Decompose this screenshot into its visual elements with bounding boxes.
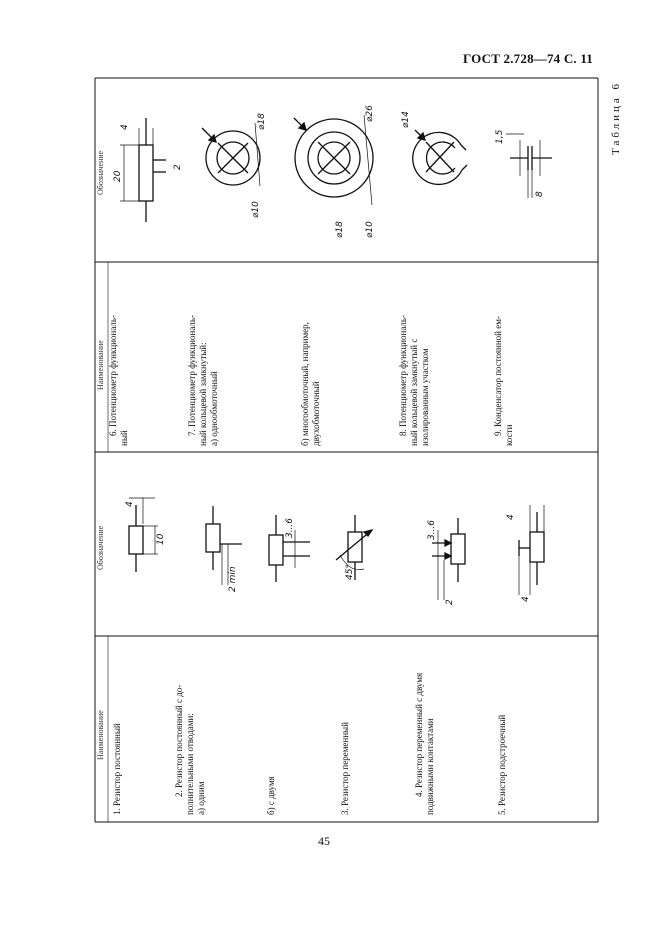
resistor-tap-one-symbol bbox=[205, 506, 242, 585]
dim-label: 2 min bbox=[228, 566, 238, 592]
dim-label: 3...6 bbox=[285, 518, 295, 538]
dim-label: 8 bbox=[535, 191, 545, 197]
potentiometer-ring-double-symbol bbox=[293, 114, 374, 206]
dim-label: 2 bbox=[173, 164, 183, 170]
dim-label: 45° bbox=[345, 564, 355, 580]
dim-label: 2 bbox=[445, 599, 455, 605]
dim-label: ⌀14 bbox=[401, 111, 411, 128]
dim-label: 4 bbox=[120, 124, 130, 130]
page-number: 45 bbox=[318, 834, 330, 848]
potentiometer-ring-isolated-symbol bbox=[412, 129, 468, 186]
resistor-tap-two-symbol bbox=[268, 515, 310, 582]
potentiometer-functional-symbol bbox=[120, 118, 166, 222]
dim-label: 4 bbox=[521, 596, 531, 602]
dim-label: ⌀10 bbox=[365, 221, 375, 238]
capacitor-fixed-symbol bbox=[506, 133, 552, 198]
dim-label: ⌀26 bbox=[365, 105, 375, 122]
dim-label: ⌀18 bbox=[335, 221, 345, 238]
potentiometer-ring-single-symbol bbox=[201, 122, 261, 187]
resistor-two-sliders-symbol bbox=[432, 518, 466, 600]
resistor-variable-symbol bbox=[335, 515, 374, 580]
dim-label: ⌀10 bbox=[251, 201, 261, 218]
page-header: ГОСТ 2.728—74 С. 11 bbox=[463, 51, 593, 66]
dim-label: 4 bbox=[506, 514, 516, 520]
dim-label: 20 bbox=[113, 170, 123, 182]
dim-label: 4 bbox=[125, 501, 135, 507]
dim-label: ⌀18 bbox=[257, 113, 267, 130]
dim-label: 1,5 bbox=[495, 129, 505, 144]
resistor-trimmer-symbol bbox=[518, 505, 545, 595]
resistor-fixed-symbol bbox=[128, 497, 158, 572]
dim-label: 10 bbox=[156, 533, 166, 545]
dim-label: 3...6 bbox=[427, 520, 437, 540]
